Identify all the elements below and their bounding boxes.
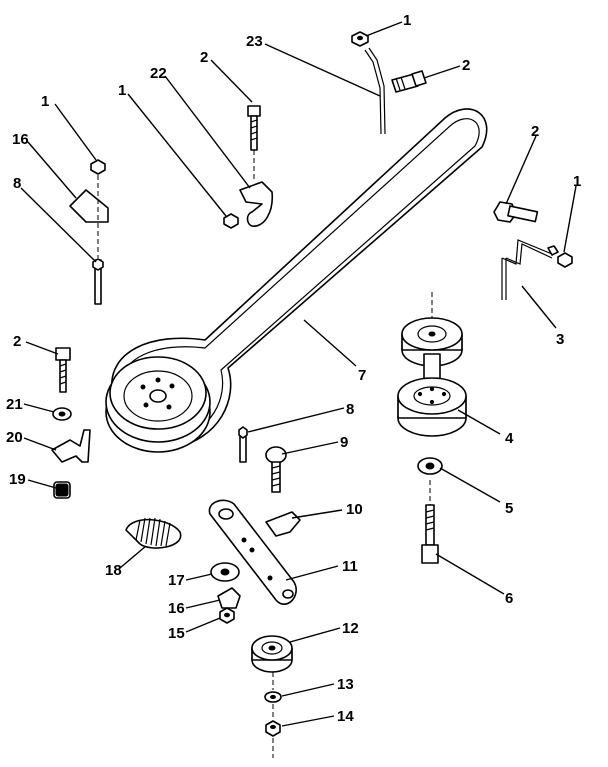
double-pulley [397, 292, 467, 437]
left-mid-hardware [51, 347, 91, 499]
callout-label: 1 [118, 82, 126, 99]
callout-label: 1 [573, 173, 581, 190]
right-hardware [493, 201, 573, 300]
callout-label: 19 [9, 471, 26, 488]
callout-label: 2 [531, 123, 539, 140]
callout-label: 9 [340, 434, 348, 451]
top-center-hardware [223, 105, 274, 229]
callout-label: 16 [12, 131, 29, 148]
callout-label: 6 [505, 590, 513, 607]
callout-label: 3 [556, 331, 564, 348]
callout-label: 13 [337, 676, 354, 693]
callout-label: 23 [246, 33, 263, 50]
callout-label: 15 [168, 625, 185, 642]
callout-labels: 1 2 23 2 1 2 22 1 16 8 2 1 3 7 2 21 20 1… [6, 12, 581, 725]
callout-label: 16 [168, 600, 185, 617]
callout-label: 2 [462, 57, 470, 74]
callout-label: 2 [200, 49, 208, 66]
small-stack [210, 562, 241, 624]
callout-label: 12 [342, 620, 359, 637]
callout-label: 10 [346, 501, 363, 518]
callout-label: 2 [13, 333, 21, 350]
spring [125, 517, 182, 549]
callout-label: 7 [358, 367, 366, 384]
callout-label: 14 [337, 708, 354, 725]
callout-label: 1 [403, 12, 411, 29]
callout-label: 21 [6, 396, 23, 413]
callout-label: 4 [505, 430, 514, 447]
idler-pulley [251, 635, 293, 673]
callout-label: 1 [41, 93, 49, 110]
left-top-hardware [69, 159, 109, 305]
callout-label: 20 [6, 429, 23, 446]
idler-arm [208, 499, 301, 605]
callout-label: 8 [346, 401, 354, 418]
callout-label: 17 [168, 572, 185, 589]
top-right-hardware [351, 31, 427, 135]
callout-label: 8 [13, 175, 21, 192]
callout-label: 18 [105, 562, 122, 579]
center-hardware [238, 426, 287, 493]
washer-5 [417, 457, 443, 475]
washer-13-nut-14 [264, 672, 282, 758]
callout-label: 22 [150, 65, 167, 82]
callout-label: 11 [342, 558, 358, 575]
callout-label: 5 [505, 500, 513, 517]
bolt-6 [421, 480, 439, 564]
leader-lines [20, 21, 577, 727]
large-pulley [105, 356, 211, 453]
